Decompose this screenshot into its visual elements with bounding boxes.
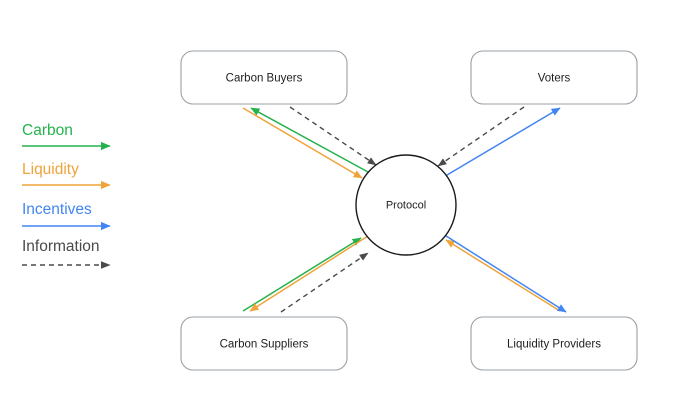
- legend-item-liquidity: Liquidity: [22, 161, 111, 190]
- legend-label-liquidity: Liquidity: [22, 161, 79, 178]
- flow-liquidity-liquidity-providers-to-protocol: [445, 239, 561, 312]
- flow-carbon-carbon-suppliers-to-protocol: [242, 237, 362, 312]
- node-carbon-suppliers-box[interactable]: [180, 316, 348, 371]
- flow-arrows: [242, 106, 567, 313]
- legend-label-information: Information: [22, 238, 100, 255]
- legend-item-incentives: Incentives: [22, 201, 111, 231]
- legend-label-incentives: Incentives: [22, 201, 92, 218]
- node-liquidity-providers-label: Liquidity Providers: [507, 339, 601, 351]
- node-liquidity-providers[interactable]: Liquidity Providers: [470, 316, 638, 371]
- node-protocol-circle[interactable]: [355, 154, 457, 256]
- node-voters-label: Voters: [538, 73, 571, 85]
- node-carbon-suppliers-label: Carbon Suppliers: [220, 339, 309, 351]
- node-carbon-buyers[interactable]: Carbon Buyers: [180, 50, 348, 105]
- legend-item-carbon: Carbon: [22, 122, 111, 151]
- flow-liquidity-protocol-to-carbon-suppliers: [249, 235, 369, 312]
- flow-incentives-protocol-to-liquidity-providers: [442, 233, 567, 313]
- node-carbon-suppliers[interactable]: Carbon Suppliers: [180, 316, 348, 371]
- node-carbon-buyers-box[interactable]: [180, 50, 348, 105]
- flow-incentives-protocol-to-voters: [441, 107, 561, 179]
- legend-label-carbon: Carbon: [22, 122, 73, 139]
- nodes: Carbon Buyers Voters Carbon Suppliers Li…: [180, 50, 638, 371]
- node-voters[interactable]: Voters: [470, 50, 638, 105]
- legend: Carbon Liquidity Incentives Information: [22, 122, 111, 269]
- flow-carbon-protocol-to-carbon-buyers: [250, 107, 369, 173]
- node-voters-box[interactable]: [470, 50, 638, 105]
- flow-liquidity-carbon-buyers-to-protocol: [242, 107, 363, 179]
- node-carbon-buyers-label: Carbon Buyers: [226, 73, 303, 85]
- legend-item-information: Information: [22, 238, 111, 269]
- node-protocol-hub[interactable]: Protocol: [355, 154, 457, 256]
- node-liquidity-providers-box[interactable]: [470, 316, 638, 371]
- node-protocol-label: Protocol: [386, 199, 426, 211]
